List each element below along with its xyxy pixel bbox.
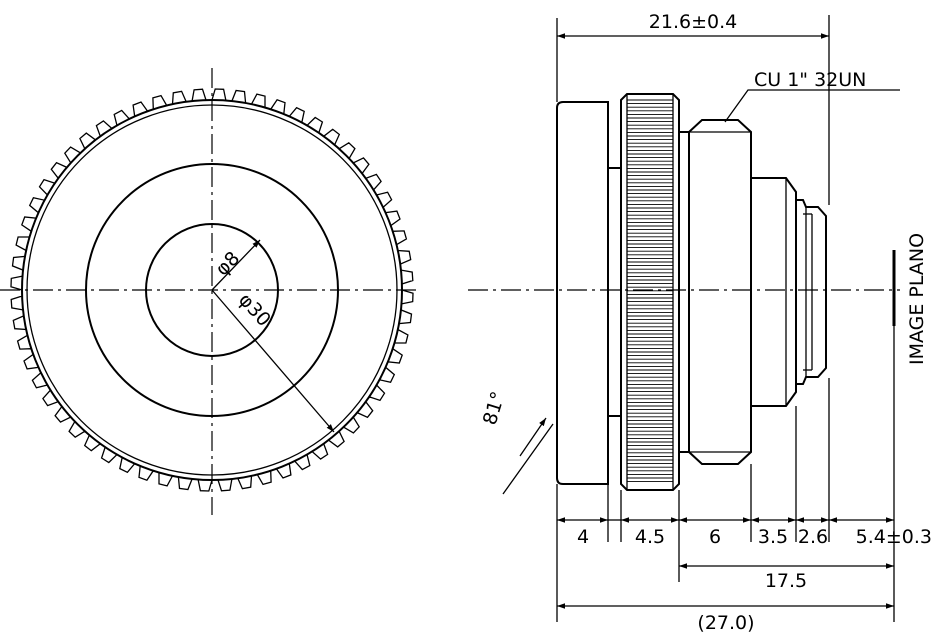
thread-spec-leader [724, 89, 900, 123]
side-view: IMAGE PLANO 21.6±0.4 CU 1" 32UN 81° 4 4.… [468, 11, 932, 634]
phi8-label: φ8 [211, 247, 244, 280]
rear-tip [796, 199, 827, 385]
hex-body [688, 119, 752, 465]
segment-label-4: 4 [577, 526, 589, 548]
angle-leader [502, 423, 554, 495]
segment-label-2-6: 2.6 [798, 526, 828, 548]
segment-label-5-4: 5.4±0.3 [856, 526, 932, 548]
thread-spec-label: CU 1" 32UN [754, 69, 866, 91]
phi30-leader [211, 289, 335, 433]
flange-distance-label: 17.5 [765, 570, 807, 592]
phi8-leader [211, 239, 261, 291]
angle-label: 81° [479, 389, 510, 428]
segment-label-3-5: 3.5 [758, 526, 788, 548]
thread-section [751, 177, 797, 407]
image-plane-label: IMAGE PLANO [906, 233, 928, 365]
angle-arrow [519, 417, 547, 457]
total-length-label: (27.0) [697, 612, 754, 634]
knurl-lines [627, 99, 673, 483]
segment-label-6: 6 [709, 526, 721, 548]
knurled-ring [620, 93, 680, 491]
segment-label-4-5: 4.5 [635, 526, 665, 548]
front-cap [556, 101, 609, 485]
overall-length-label: 21.6±0.4 [649, 11, 737, 33]
front-view: φ8 φ30 [0, 68, 418, 515]
